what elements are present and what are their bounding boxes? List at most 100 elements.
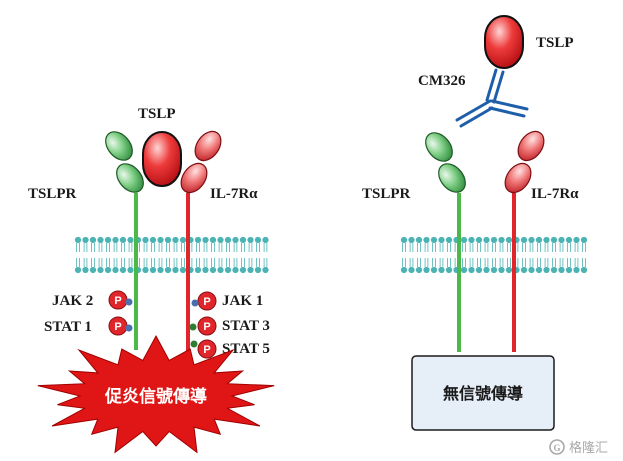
lipid-head bbox=[543, 236, 550, 244]
lipid-head bbox=[209, 266, 217, 274]
lipid-head bbox=[104, 266, 112, 274]
lipid-head bbox=[119, 266, 127, 274]
lipid-head bbox=[550, 236, 558, 244]
lipid-head bbox=[157, 236, 164, 244]
watermark: G 格隆汇 bbox=[549, 439, 608, 456]
lipid-head bbox=[535, 236, 543, 244]
no-signal-box bbox=[411, 355, 555, 431]
tslpr-domain-upper bbox=[105, 131, 133, 161]
stat3-phospho: P bbox=[189, 316, 217, 336]
lipid-head bbox=[550, 266, 558, 274]
lipid-head bbox=[475, 236, 483, 244]
lipid-head bbox=[520, 236, 528, 244]
lipid-head bbox=[565, 266, 573, 274]
lipid-head bbox=[89, 236, 97, 244]
il7r-label-right: IL-7Rα bbox=[531, 186, 579, 202]
lipid-head bbox=[194, 236, 202, 244]
il7r-domain-upper bbox=[517, 130, 545, 162]
lipid-head bbox=[535, 266, 543, 274]
phospho-p-stat1: P bbox=[114, 321, 121, 333]
lipid-head bbox=[505, 266, 513, 274]
lipid-head bbox=[408, 266, 415, 274]
lipid-head bbox=[97, 266, 104, 274]
jak2-phospho: P bbox=[108, 290, 133, 310]
lipid-head bbox=[262, 266, 269, 274]
lipid-head bbox=[475, 266, 483, 274]
lipid-head bbox=[164, 266, 172, 274]
lipid-head bbox=[202, 266, 209, 274]
tslpr-domain-upper bbox=[425, 132, 453, 162]
lipid-head bbox=[232, 266, 239, 274]
tslp-label-right: TSLP bbox=[536, 35, 574, 51]
binding-dot bbox=[125, 298, 133, 306]
lipid-head bbox=[438, 266, 445, 274]
lipid-head bbox=[127, 236, 134, 244]
tslp-ligand-bound bbox=[142, 131, 182, 187]
cm326-label: CM326 bbox=[418, 73, 466, 89]
lipid-head bbox=[149, 236, 157, 244]
lipid-head bbox=[254, 266, 262, 274]
no-signal-text: 無信號傳導 bbox=[443, 384, 523, 403]
lipid-head bbox=[217, 236, 224, 244]
lipid-head bbox=[157, 266, 164, 274]
lipid-head bbox=[498, 236, 505, 244]
lipid-head bbox=[490, 236, 498, 244]
lipid-head bbox=[400, 266, 408, 274]
lipid-head bbox=[498, 266, 505, 274]
lipid-head bbox=[194, 266, 202, 274]
lipid-head bbox=[423, 236, 430, 244]
jak1-phospho: P bbox=[191, 291, 217, 311]
phospho-p-jak1: P bbox=[203, 296, 210, 308]
lipid-head bbox=[573, 236, 580, 244]
lipid-head bbox=[468, 236, 475, 244]
jak1-label: JAK 1 bbox=[222, 293, 263, 309]
lipid-head bbox=[543, 266, 550, 274]
lipid-head bbox=[179, 266, 187, 274]
lipid-head bbox=[430, 236, 438, 244]
tslpr-domain-lower bbox=[116, 163, 144, 193]
lipid-head bbox=[460, 266, 468, 274]
proinflammatory-signal-text: 促炎信號傳導 bbox=[104, 386, 207, 407]
lipid-head bbox=[468, 266, 475, 274]
stat3-label: STAT 3 bbox=[222, 318, 270, 334]
lipid-head bbox=[580, 266, 588, 274]
lipid-head bbox=[224, 236, 232, 244]
right-panel: TSLP CM326 TSLPR IL-7Rα 無信號傳導 bbox=[362, 15, 579, 431]
lipid-head bbox=[415, 266, 423, 274]
lipid-head bbox=[149, 266, 157, 274]
stat5-label: STAT 5 bbox=[222, 341, 270, 357]
stat5-phospho: P bbox=[190, 339, 217, 359]
phospho-p-stat5: P bbox=[203, 344, 210, 356]
phospho-p-jak2: P bbox=[114, 295, 121, 307]
lipid-head bbox=[483, 266, 490, 274]
lipid-head bbox=[408, 236, 415, 244]
lipid-head bbox=[202, 236, 209, 244]
lipid-head bbox=[528, 236, 535, 244]
lipid-head bbox=[505, 236, 513, 244]
tslpr-label-left: TSLPR bbox=[28, 186, 77, 202]
lipid-head bbox=[254, 236, 262, 244]
tslp-label-left: TSLP bbox=[138, 106, 176, 122]
binding-dot bbox=[189, 323, 197, 331]
phospho-p-stat3: P bbox=[203, 321, 210, 333]
lipid-head bbox=[247, 266, 254, 274]
lipid-head bbox=[445, 266, 453, 274]
lipid-head bbox=[97, 236, 104, 244]
watermark-logo-glyph: G bbox=[553, 443, 560, 453]
lipid-head bbox=[142, 236, 149, 244]
lipid-head bbox=[445, 236, 453, 244]
lipid-head bbox=[247, 236, 254, 244]
lipid-head bbox=[520, 266, 528, 274]
lipid-head bbox=[172, 266, 179, 274]
lipid-head bbox=[127, 266, 134, 274]
stat1-label: STAT 1 bbox=[44, 319, 92, 335]
lipid-head bbox=[565, 236, 573, 244]
tslpr-domain-lower bbox=[438, 163, 466, 193]
lipid-head bbox=[217, 266, 224, 274]
lipid-head bbox=[82, 266, 89, 274]
lipid-head bbox=[164, 236, 172, 244]
binding-dot bbox=[191, 299, 199, 307]
il7r-label-left: IL-7Rα bbox=[210, 186, 258, 202]
lipid-head bbox=[82, 236, 89, 244]
